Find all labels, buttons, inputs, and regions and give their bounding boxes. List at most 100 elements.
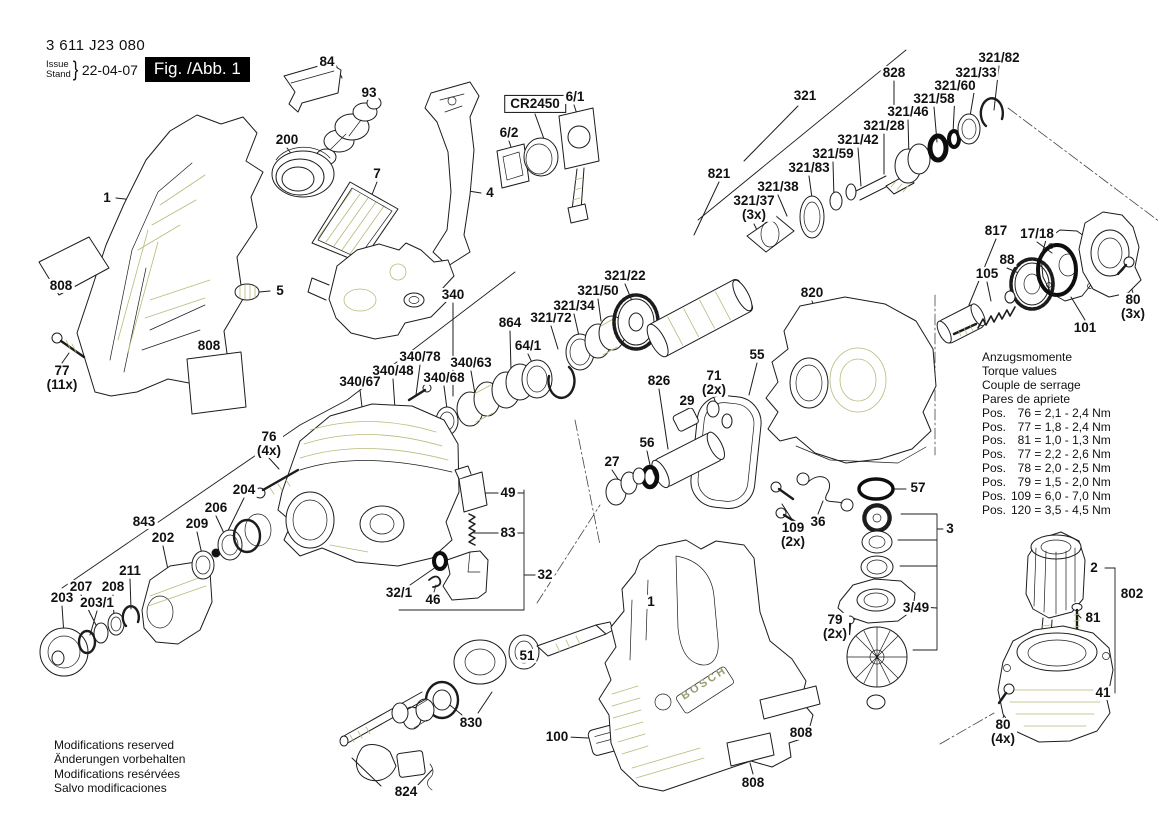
part-label-321-28-21: 321/28	[861, 117, 907, 134]
ring-chain-340	[356, 293, 660, 460]
brush-group-32	[428, 465, 489, 601]
part-label-817-27: 817	[982, 222, 1010, 239]
part-4-bracket	[424, 81, 480, 267]
part-cr2450-coin-cell	[523, 137, 559, 177]
part-label-340-48-41: 340/48	[370, 362, 416, 379]
part-label-826-47: 826	[645, 372, 673, 389]
part-label-76-63: 76(4x)	[254, 428, 284, 459]
torque-row: Pos.76 = 2,1 - 2,4 Nm	[982, 405, 1111, 420]
part-7-spring-plate	[311, 181, 399, 264]
sticker-808-d	[726, 732, 775, 767]
part-label-321-42-22: 321/42	[835, 131, 881, 148]
part-label-6-2-5: 6/2	[497, 124, 521, 141]
part-label-321-34-37: 321/34	[551, 297, 597, 314]
part-label-340-63-44: 340/63	[448, 354, 494, 371]
part-label-49-74: 49	[498, 484, 518, 501]
part-200-grommet	[271, 146, 335, 198]
title-block: 3 611 J23 080 Issue Stand } 22-04-07 Fig…	[46, 37, 250, 82]
part-label-340-78-40: 340/78	[397, 348, 443, 365]
part-label-321-33-17: 321/33	[953, 64, 999, 81]
brace-glyph: }	[72, 57, 79, 81]
part-label-CR2450-6: CR2450	[504, 94, 566, 114]
part-label-64-1-35: 64/1	[512, 337, 544, 354]
part-label-321-83-24: 321/83	[786, 159, 832, 176]
part-label-100-82: 100	[543, 728, 571, 745]
part-label-57-52: 57	[908, 479, 928, 496]
part-label-1-83: 1	[645, 593, 657, 610]
modifications-line: Änderungen vorbehalten	[54, 752, 186, 767]
sticker-808-c	[759, 685, 821, 720]
bevel-gear-88	[1004, 257, 1055, 311]
torque-row: Pos.78 = 2,0 - 2,5 Nm	[982, 461, 1111, 476]
part-label-80-31: 80(3x)	[1118, 291, 1148, 322]
part-label-808-12: 808	[195, 337, 223, 354]
part-label-56-50: 56	[637, 434, 657, 451]
part-label-46-78: 46	[423, 591, 443, 608]
part-label-29-49: 29	[677, 392, 697, 409]
part-label-808-84: 808	[787, 724, 815, 741]
part-label-32-1-77: 32/1	[383, 584, 415, 601]
part-label-204-64: 204	[230, 481, 258, 498]
figure-label-chip: Fig. /Abb. 1	[144, 57, 250, 82]
part-84-plate	[283, 62, 342, 113]
part-label-821-15: 821	[705, 165, 733, 182]
gearbox-340	[307, 242, 455, 340]
part-label-321-22-39: 321/22	[602, 267, 648, 284]
torque-heading: Pares de apriete	[982, 391, 1071, 406]
part-label-321-50-38: 321/50	[575, 282, 621, 299]
part-93-spool	[315, 96, 382, 166]
bearing-flange	[1078, 211, 1142, 298]
hammer-tube-321	[646, 97, 1005, 358]
part-6-2-plate	[496, 143, 530, 189]
part-label-109-54: 109(2x)	[778, 519, 808, 550]
part-label-820-45: 820	[798, 284, 826, 301]
part-label-81-60: 81	[1083, 609, 1103, 626]
part-label-321-46-20: 321/46	[885, 103, 931, 120]
part-label-824-81: 824	[392, 783, 420, 800]
part-label-80-62: 80(4x)	[988, 716, 1018, 747]
part-label-3-55: 3	[944, 520, 956, 537]
part-label-5-10: 5	[274, 282, 286, 299]
housing-bottom-shell: BOSCH	[598, 539, 814, 792]
part-label-321-14: 321	[791, 87, 819, 104]
part-label-321-60-18: 321/60	[932, 77, 978, 94]
part-label-209-66: 209	[183, 515, 211, 532]
motor-housing-41	[997, 625, 1114, 743]
part-label-2-58: 2	[1088, 559, 1100, 576]
part-label-3-49-56: 3/49	[900, 599, 932, 616]
part-label-32-76: 32	[535, 566, 555, 583]
modifications-line: Salvo modificaciones	[54, 781, 167, 796]
torque-heading: Torque values	[982, 363, 1057, 378]
gear-housing-820	[765, 296, 937, 464]
part-label-808-85: 808	[739, 774, 767, 791]
part-label-77-11: 77(11x)	[44, 362, 80, 393]
spring-5	[234, 283, 260, 301]
torque-row: Pos.120 = 3,5 - 4,5 Nm	[982, 502, 1111, 517]
part-label-83-75: 83	[498, 524, 518, 541]
part-label-105-30: 105	[973, 265, 1001, 282]
armature-2	[1025, 531, 1086, 653]
part-label-79-57: 79(2x)	[820, 611, 850, 642]
part-label-51-79: 51	[517, 647, 537, 664]
part-label-864-34: 864	[496, 314, 524, 331]
hammer-housing-center	[277, 403, 460, 567]
part-label-4-4: 4	[484, 184, 496, 201]
part-label-207-71: 207	[67, 578, 95, 595]
torque-heading: Couple de serrage	[982, 377, 1081, 392]
part-label-55-46: 55	[747, 346, 767, 363]
part-label-202-68: 202	[149, 529, 177, 546]
screws-109	[770, 481, 801, 526]
part-label-88-29: 88	[997, 251, 1017, 268]
document-number: 3 611 J23 080	[46, 37, 146, 54]
part-label-206-65: 206	[202, 499, 230, 516]
part-label-321-38-25: 321/38	[755, 178, 801, 195]
part-label-36-53: 36	[808, 513, 828, 530]
issue-date: 22-04-07	[81, 61, 138, 78]
part-label-1-8: 1	[101, 189, 113, 206]
sticker-808-b	[186, 351, 247, 415]
part-label-6-1-7: 6/1	[563, 88, 587, 105]
wire-36	[796, 472, 854, 512]
part-label-200-2: 200	[273, 131, 301, 148]
part-label-208-70: 208	[99, 578, 127, 595]
part-label-71-48: 71(2x)	[699, 367, 729, 398]
